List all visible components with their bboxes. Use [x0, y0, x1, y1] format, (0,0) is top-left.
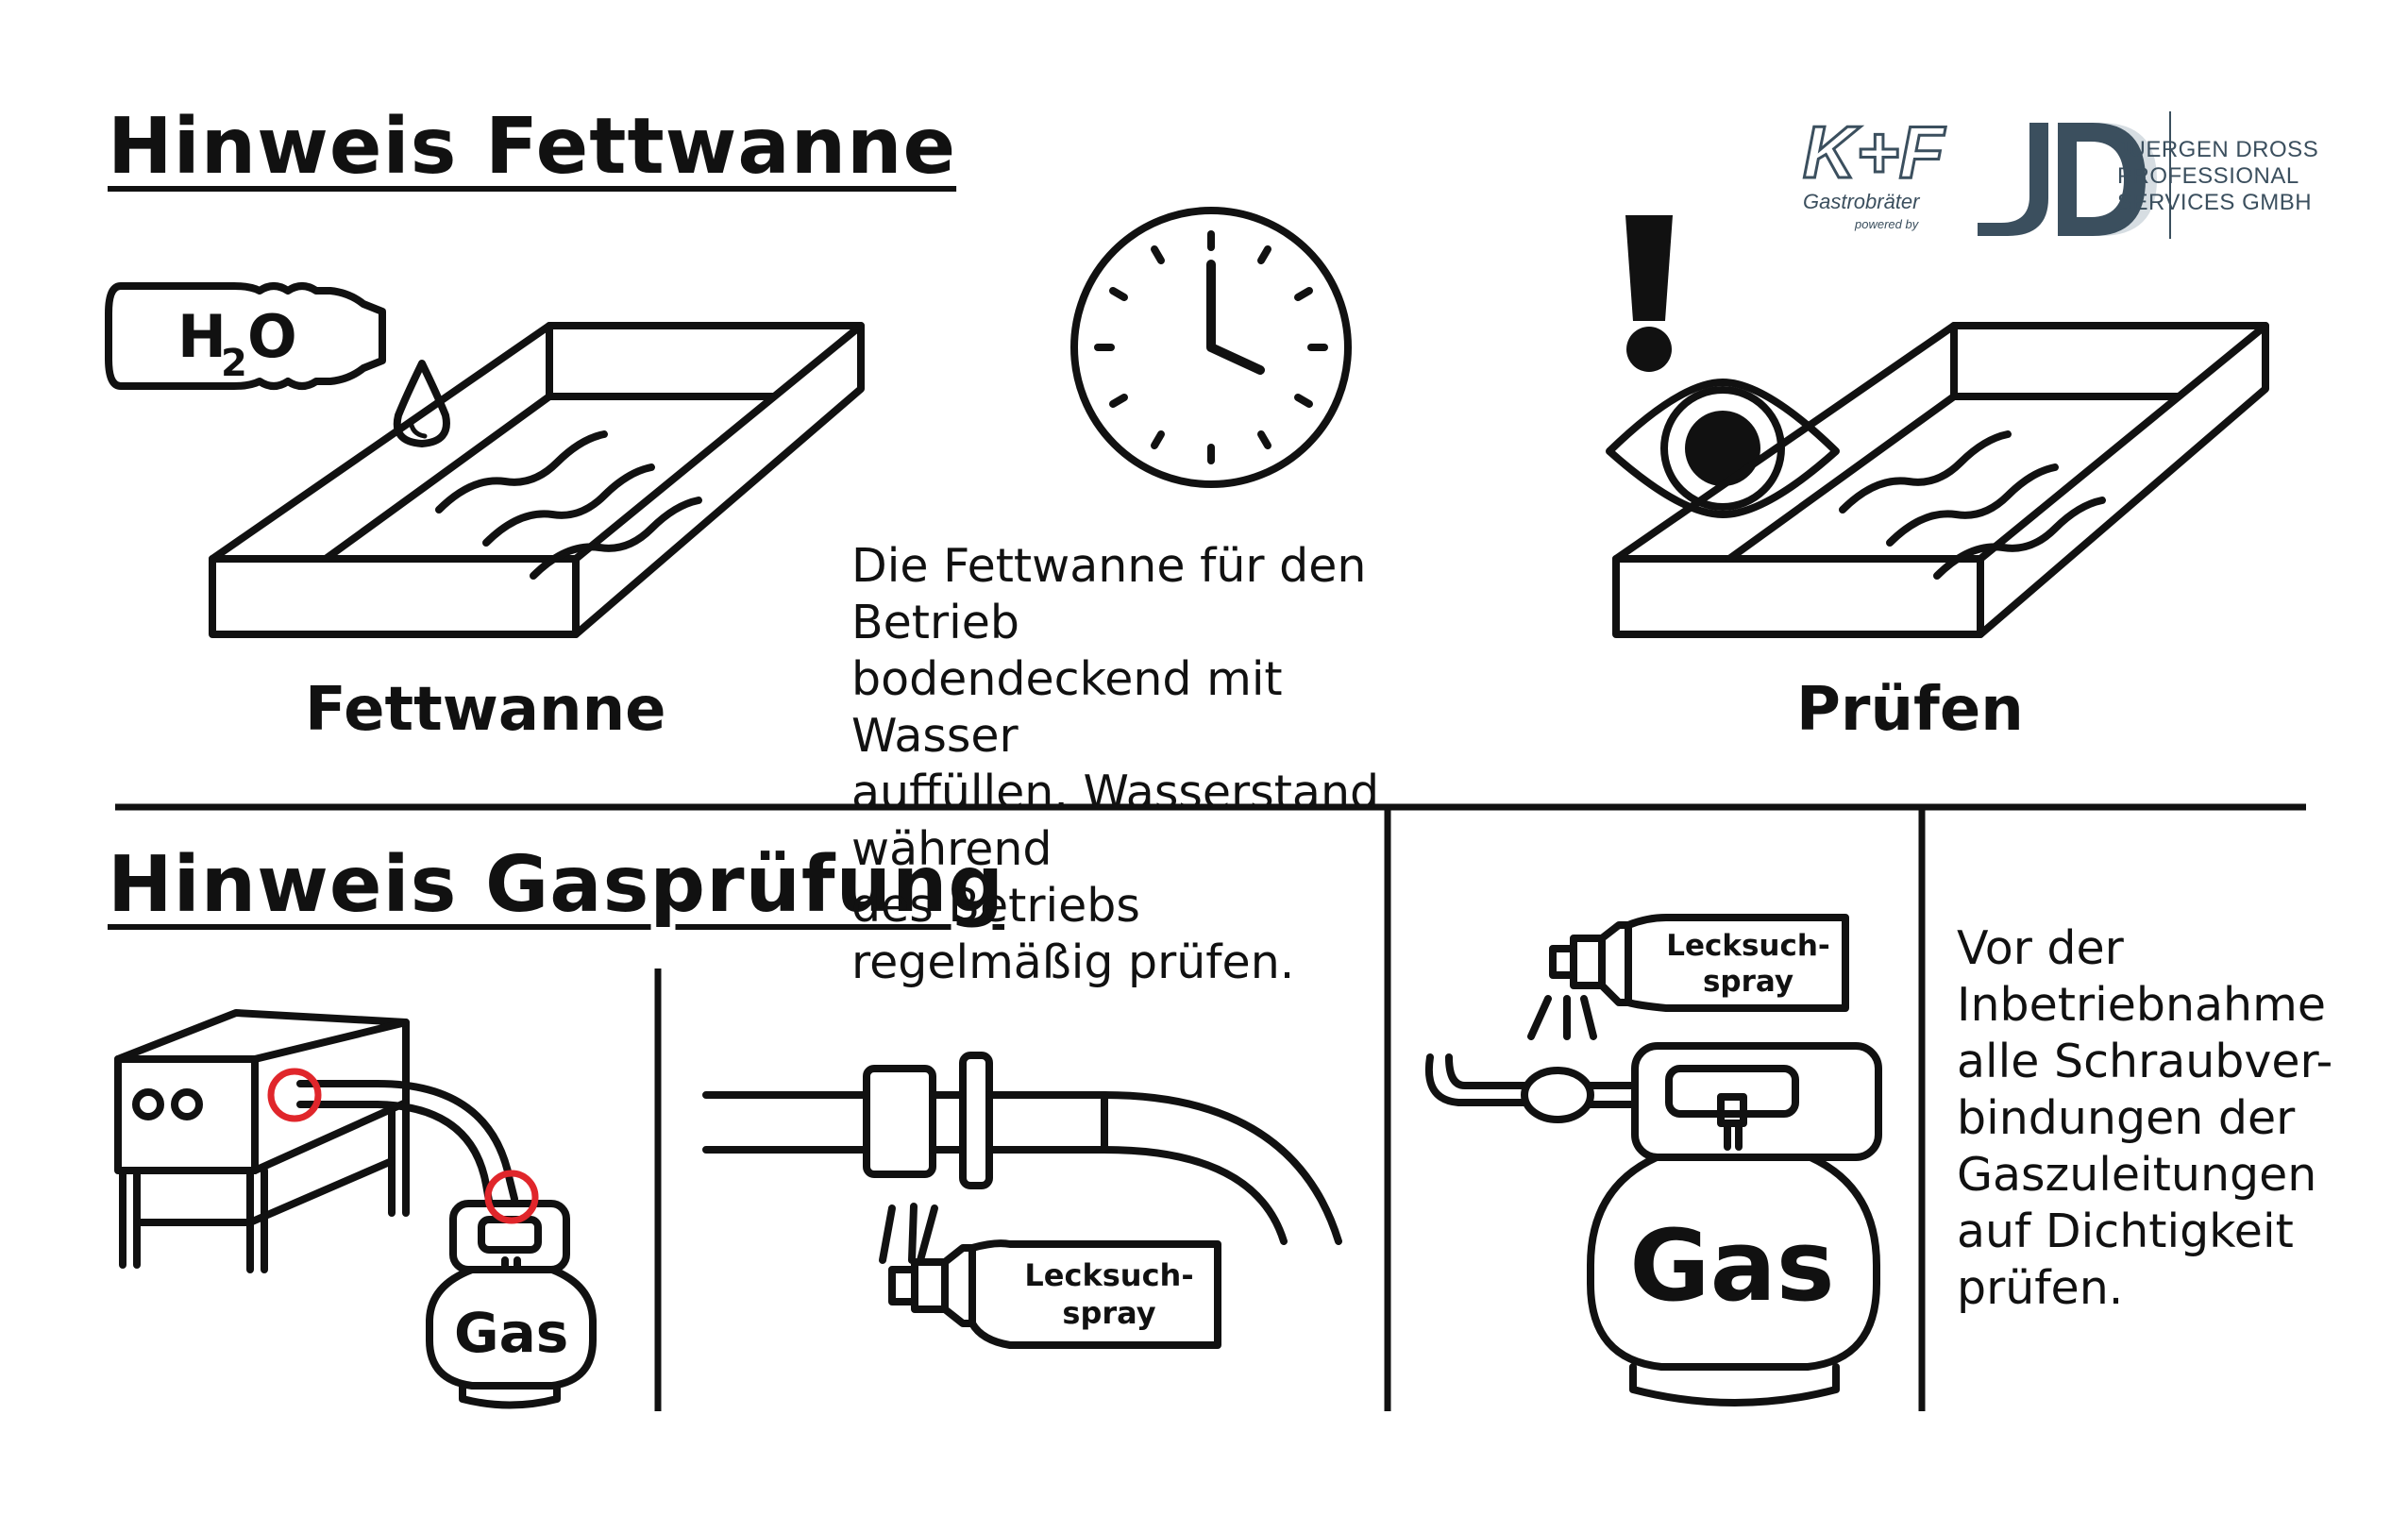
bottle-label-o: O — [247, 302, 297, 371]
company-name-line2: PROFESSIONAL — [2117, 163, 2299, 189]
fat-instruction-line: Die Fettwanne für den Betrieb — [851, 539, 1367, 649]
kf-logo-mark: K+F — [1803, 111, 1946, 194]
company-name-line1: JUERGEN DROSS — [2117, 137, 2319, 162]
fat-instruction-line: bodendeckend mit Wasser — [851, 652, 1283, 763]
gas-instruction-line: Gaszuleitungen — [1957, 1148, 2317, 1202]
eye-icon — [1606, 379, 1840, 518]
kf-logo-powered: powered by — [1854, 217, 1920, 231]
label-fettwanne: Fettwanne — [305, 675, 666, 745]
heading-fettwanne: Hinweis Fettwanne — [108, 102, 957, 192]
spray-label-1b: spray — [1062, 1295, 1155, 1331]
fat-instruction-line: des Betriebs regelmäßig prüfen. — [851, 879, 1295, 989]
fat-instruction-text: Die Fettwanne für den Betrieb bodendecke… — [851, 538, 1380, 991]
gas-tank-large-icon — [1424, 1042, 1882, 1407]
spray-label-2a: Lecksuch- — [1666, 929, 1830, 963]
fat-instruction-line: auffüllen. Wasserstand während — [851, 766, 1380, 876]
company-logo: K+F Gastrobräter powered by JUERGEN DROS… — [1789, 111, 2355, 253]
gas-instruction-line: prüfen. — [1957, 1261, 2124, 1315]
bottle-label-h: H — [177, 302, 227, 371]
pipe-fitting-icon — [702, 1052, 1342, 1245]
company-name-line3: SERVICES GMBH — [2117, 190, 2313, 215]
heading-gaspruefung: Hinweis Gasprüfung — [108, 840, 1005, 930]
gas-hose — [296, 1080, 518, 1203]
label-pruefen: Prüfen — [1796, 675, 2024, 745]
connection-highlight-tank — [484, 1170, 539, 1224]
gas-instruction-line: bindungen der — [1957, 1091, 2296, 1145]
bottle-label-sub: 2 — [221, 342, 247, 385]
grill-appliance-icon — [114, 1009, 410, 1273]
gas-instruction-line: auf Dichtigkeit — [1957, 1204, 2294, 1258]
section-dividers — [115, 803, 2306, 1411]
gas-instruction-line: alle Schraubver- — [1957, 1035, 2333, 1088]
exclamation-icon — [1625, 215, 1673, 372]
gas-instruction-line: Vor der — [1957, 921, 2124, 975]
tank-label-small: Gas — [454, 1301, 568, 1365]
leak-spray-can-1-icon — [879, 1203, 1221, 1349]
connection-highlight-appliance — [267, 1068, 322, 1122]
fat-tray-right-icon — [1612, 322, 2269, 638]
water-bottle-icon — [105, 282, 386, 390]
kf-logo-sub: Gastrobräter — [1803, 190, 1921, 213]
clock-icon — [1070, 207, 1352, 488]
gas-instruction-line: Inbetriebnahme — [1957, 978, 2326, 1032]
fat-tray-left-icon — [209, 322, 865, 638]
tank-label-large: Gas — [1629, 1208, 1834, 1323]
leak-spray-can-2-icon — [1527, 914, 1849, 1040]
gas-instruction-text: Vor der Inbetriebnahme alle Schraubver- … — [1957, 920, 2372, 1317]
jd-logo-mark — [1978, 123, 2157, 236]
spray-label-1a: Lecksuch- — [1024, 1257, 1193, 1293]
spray-label-2b: spray — [1703, 965, 1793, 999]
